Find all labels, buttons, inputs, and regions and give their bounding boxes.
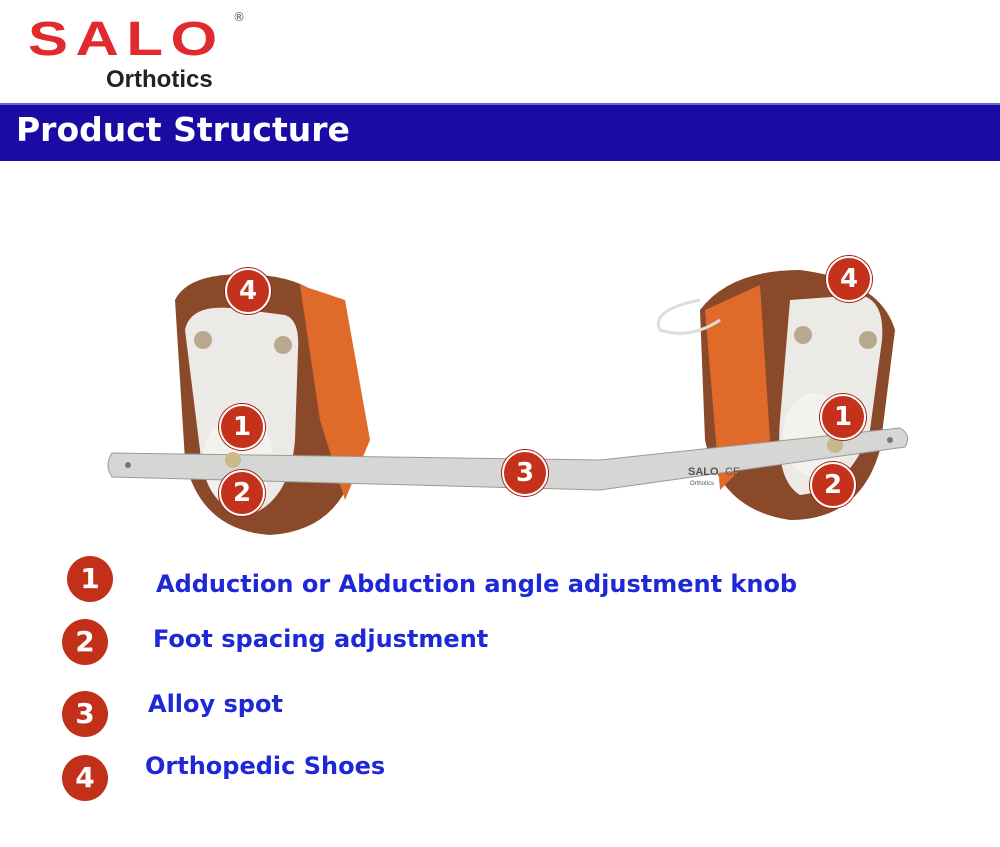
logo-registered-mark: ® — [233, 10, 245, 24]
product-illustration: SALO Orthotics CE — [107, 270, 909, 535]
salo-logo: SALO ® Orthotics — [28, 10, 258, 93]
callout-4-right: 4 — [826, 256, 872, 302]
legend-text-4: Orthopedic Shoes — [145, 752, 386, 780]
legend-badge-3: 3 — [62, 691, 108, 737]
callout-1-left: 1 — [219, 404, 265, 450]
legend-badge-2: 2 — [62, 619, 108, 665]
callout-2-right: 2 — [810, 462, 856, 508]
legend-text-3: Alloy spot — [148, 690, 283, 718]
legend-badge-4: 4 — [62, 755, 108, 801]
left-shoe — [175, 274, 370, 535]
callout-3: 3 — [502, 450, 548, 496]
logo-brand: SALO — [28, 13, 225, 66]
legend-badge-1: 1 — [67, 556, 113, 602]
logo-subtitle: Orthotics — [106, 66, 213, 93]
bar-engraving-sub: Orthotics — [690, 481, 714, 487]
callout-1-right: 1 — [820, 394, 866, 440]
bar-engraving-brand: SALO — [688, 466, 719, 478]
callout-4-left: 4 — [225, 268, 271, 314]
legend-text-1: Adduction or Abduction angle adjustment … — [156, 570, 798, 598]
bar-engraving-ce: CE — [725, 466, 740, 478]
legend-text-2: Foot spacing adjustment — [153, 625, 489, 653]
page-title: Product Structure — [16, 110, 350, 149]
callout-2-left: 2 — [219, 470, 265, 516]
title-banner: Product Structure — [0, 103, 1000, 161]
